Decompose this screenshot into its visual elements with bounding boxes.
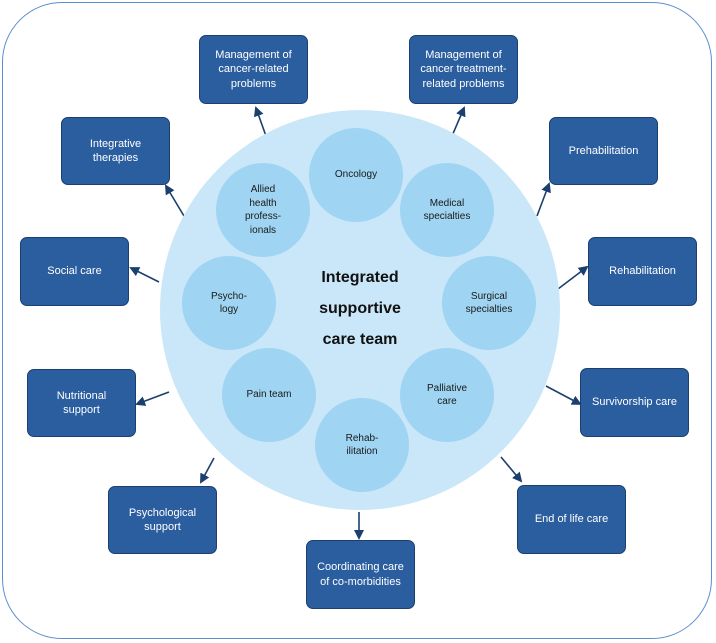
arrow-prehabilitation <box>536 182 551 217</box>
box-survivorship-care: Survivorship care <box>580 368 689 437</box>
arrow-end-of-life <box>500 456 523 483</box>
circle-psychology: Psycho- logy <box>182 256 276 350</box>
circle-allied-health: Allied health profess- ionals <box>216 163 310 257</box>
circle-medical-specialties: Medical specialties <box>400 163 494 257</box>
box-prehabilitation: Prehabilitation <box>549 117 658 185</box>
arrow-survivorship <box>545 385 582 405</box>
arrow-social <box>129 267 160 283</box>
circle-oncology: Oncology <box>309 128 403 222</box>
circle-rehabilitation: Rehab- ilitation <box>315 398 409 492</box>
box-psychological-support: Psychological support <box>108 486 217 554</box>
box-integrative-therapies: Integrative therapies <box>61 117 170 185</box>
circle-surgical-specialties: Surgical specialties <box>442 256 536 350</box>
box-management-treatment-problems: Management of cancer treatment- related … <box>409 35 518 104</box>
arrow-integrative <box>164 184 185 217</box>
box-nutritional-support: Nutritional support <box>27 369 136 437</box>
box-management-cancer-problems: Management of cancer-related problems <box>199 35 308 104</box>
arrow-management-cancer <box>253 106 267 137</box>
box-rehabilitation: Rehabilitation <box>588 237 697 306</box>
box-end-of-life-care: End of life care <box>517 485 626 554</box>
box-coordinating-care: Coordinating care of co-morbidities <box>306 540 415 609</box>
circle-palliative-care: Palliative care <box>400 348 494 442</box>
arrow-psychological <box>200 457 215 484</box>
arrow-management-treatment <box>451 106 466 137</box>
arrow-nutritional <box>135 391 170 406</box>
arrow-rehabilitation <box>557 265 589 290</box>
circle-pain-team: Pain team <box>222 348 316 442</box>
box-social-care: Social care <box>20 237 129 306</box>
center-title: Integrated supportive care team <box>319 269 401 349</box>
